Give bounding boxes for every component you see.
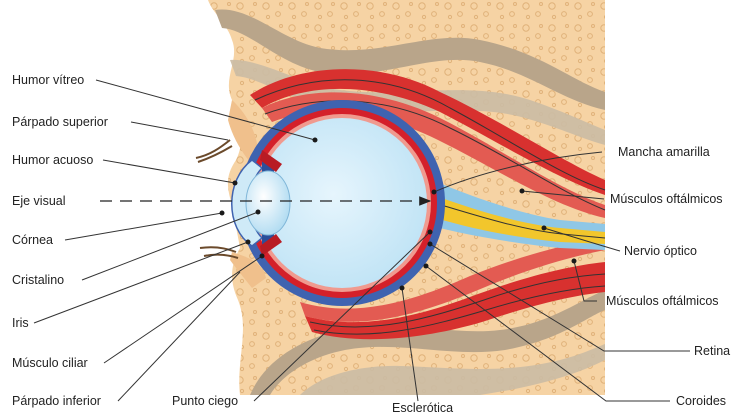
label-cornea: Córnea bbox=[12, 233, 53, 247]
label-musculo-ciliar: Músculo ciliar bbox=[12, 356, 88, 370]
label-musculos-oftalmicos-inferior: Músculos oftálmicos bbox=[606, 294, 719, 308]
label-eje-visual: Eje visual bbox=[12, 194, 66, 208]
label-parpado-superior: Párpado superior bbox=[12, 115, 108, 129]
label-humor-acuoso: Humor acuoso bbox=[12, 153, 93, 167]
lens bbox=[246, 171, 290, 235]
label-retina: Retina bbox=[694, 344, 730, 358]
label-humor-vitreo: Humor vítreo bbox=[12, 73, 84, 87]
label-cristalino: Cristalino bbox=[12, 273, 64, 287]
label-punto-ciego: Punto ciego bbox=[172, 394, 238, 408]
label-parpado-inferior: Párpado inferior bbox=[12, 394, 101, 408]
label-iris: Iris bbox=[12, 316, 29, 330]
label-musculos-oftalmicos-superior: Músculos oftálmicos bbox=[610, 192, 723, 206]
label-nervio-optico: Nervio óptico bbox=[624, 244, 697, 258]
label-mancha-amarilla: Mancha amarilla bbox=[618, 145, 710, 159]
label-coroides: Coroides bbox=[676, 394, 726, 408]
label-esclerotica: Esclerótica bbox=[392, 401, 453, 415]
